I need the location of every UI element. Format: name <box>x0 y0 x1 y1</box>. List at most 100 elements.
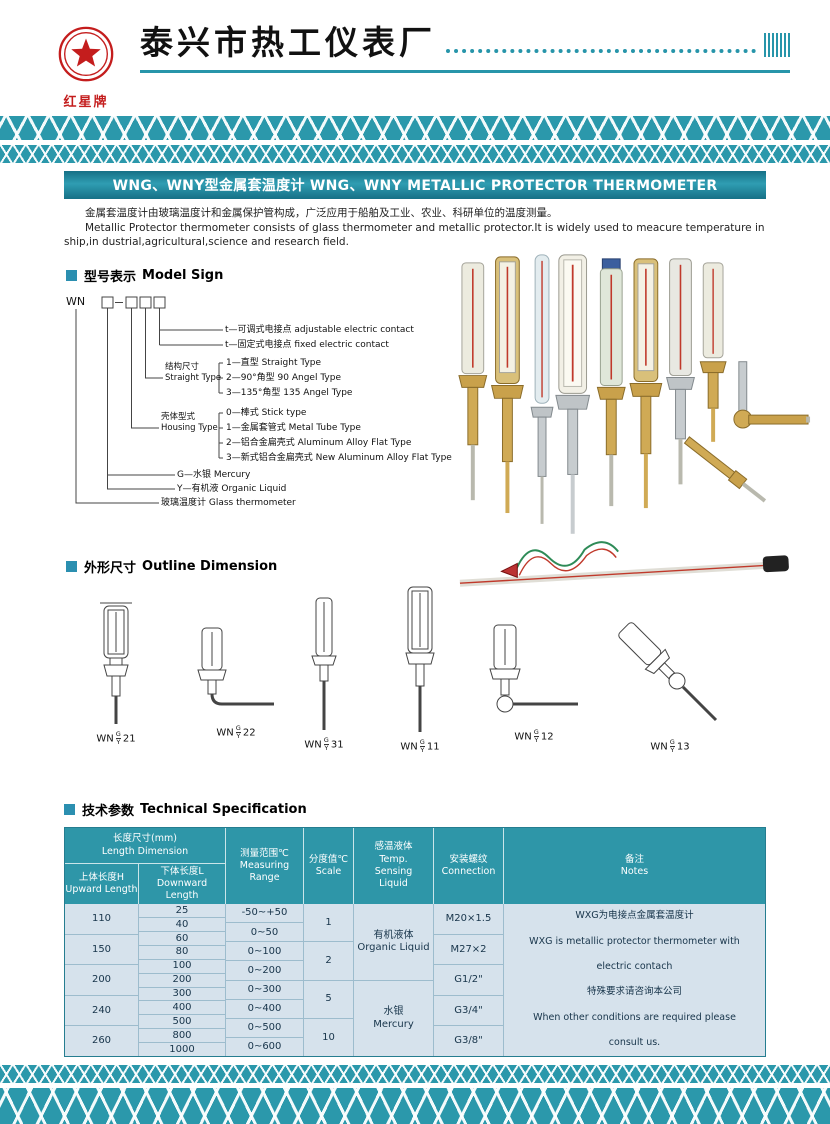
model-group-structure-en: Straight Type <box>165 373 222 384</box>
range-value: 0~200 <box>226 960 303 979</box>
note-line: WXG为电接点金属套温度计 <box>575 910 694 922</box>
intro-zh: 金属套温度计由玻璃温度计和金属保护管构成，广泛应用于船舶及工业、农业、科研单位的… <box>85 207 558 219</box>
connection-value: M27×2 <box>434 933 503 965</box>
note-line: WXG is metallic protector thermometer wi… <box>529 935 740 947</box>
spec-table: 长度尺寸(mm) Length Dimension 上体长度H Upward L… <box>64 827 766 1058</box>
section-title-zh: 外形尺寸 <box>84 561 137 577</box>
page-header: 红星牌 泰兴市热工仪表厂 <box>0 0 830 116</box>
band-gap <box>0 140 830 145</box>
downward-value: 80 <box>139 944 225 959</box>
section-title-en: Technical Specification <box>140 802 307 818</box>
note-line: When other conditions are required pleas… <box>533 1011 736 1023</box>
model-item-housing-2: 2—铝合金扁壳式 Aluminum Alloy Flat Type <box>226 438 412 449</box>
model-item-structure-3: 3—135°角型 135 Angel Type <box>226 388 353 399</box>
header-rule <box>140 69 790 73</box>
model-group-structure-zh: 结构尺寸 <box>165 362 200 373</box>
header-liquid: 感温液体 Temp. Sensing Liquid <box>353 828 433 905</box>
downward-value: 60 <box>139 930 225 945</box>
header-length-en: Length Dimension <box>101 845 189 857</box>
thermometers-photo-illustration <box>458 254 811 587</box>
section-bullet-icon <box>64 804 75 816</box>
downward-value: 200 <box>139 972 225 987</box>
header-right: 泰兴市热工仪表厂 <box>140 24 790 73</box>
model-group-housing-en: Housing Type <box>161 423 218 434</box>
model-prefix: WN <box>66 295 86 309</box>
upward-value: 260 <box>65 1025 138 1056</box>
downward-value: 500 <box>139 1014 225 1028</box>
decor-bands-bottom <box>0 1065 830 1124</box>
model-item-liquid-g: G—水银 Mercury <box>177 470 251 481</box>
red-star-icon <box>58 26 114 82</box>
downward-value: 40 <box>139 916 225 931</box>
decor-band-bottom-2 <box>0 1088 830 1124</box>
model-item-housing-1: 1—金属套管式 Metal Tube Type <box>226 423 361 434</box>
scale-value: 10 <box>304 1017 353 1056</box>
connection-value: G1/2" <box>434 964 503 995</box>
header-upward: 上体长度H Upward Length <box>65 871 138 896</box>
note-line: consult us. <box>608 1036 661 1048</box>
decor-band-top-1 <box>0 116 830 140</box>
header-downward: 下体长度L Downward Length <box>138 864 225 905</box>
section-heading-model: 型号表示 Model Sign <box>66 266 498 285</box>
section-heading-outline: 外形尺寸 Outline Dimension <box>66 557 806 576</box>
upward-value: 240 <box>65 994 138 1026</box>
model-code-diagram: WN t—可调式电接点 adjustable electric contact … <box>66 295 498 523</box>
range-value: 0~300 <box>226 979 303 999</box>
spec-table-header: 长度尺寸(mm) Length Dimension 上体长度H Upward L… <box>65 828 765 905</box>
downward-value: 1000 <box>139 1042 225 1056</box>
dotted-leader <box>446 48 756 53</box>
scale-value: 2 <box>304 941 353 979</box>
section-title-en: Outline Dimension <box>142 559 278 575</box>
model-item-structure-1: 1—直型 Straight Type <box>226 358 322 369</box>
section-bullet-icon <box>66 561 77 573</box>
downward-value: 800 <box>139 1028 225 1042</box>
connection-value: G3/8" <box>434 1025 503 1056</box>
section-title-en: Model Sign <box>142 268 224 284</box>
connection-value: G3/4" <box>434 994 503 1026</box>
range-value: 0~400 <box>226 998 303 1018</box>
note-line: electric contach <box>596 960 673 972</box>
model-diagram-lines <box>75 296 223 504</box>
model-sign-section: 型号表示 Model Sign WN t—可调式电接点 ad <box>66 266 498 523</box>
model-item-housing-0: 0—棒式 Stick type <box>226 408 307 419</box>
product-title-bar: WNG、WNY型金属套温度计 WNG、WNY METALLIC PROTECTO… <box>64 171 766 199</box>
model-item-contact-fixed: t—固定式电接点 fixed electric contact <box>225 340 389 351</box>
spec-section: 技术参数 Technical Specification 长度尺寸(mm) Le… <box>64 800 766 1058</box>
range-value: 0~600 <box>226 1036 303 1056</box>
header-length-group: 长度尺寸(mm) Length Dimension 上体长度H Upward L… <box>65 828 225 905</box>
model-item-contact-adjustable: t—可调式电接点 adjustable electric contact <box>225 325 414 336</box>
header-notes: 备注 Notes <box>503 828 765 905</box>
scale-value: 5 <box>304 979 353 1018</box>
model-item-glass-thermometer: 玻璃温度计 Glass thermometer <box>161 498 296 509</box>
col-notes: WXG为电接点金属套温度计 WXG is metallic protector t… <box>503 904 765 1057</box>
downward-value: 100 <box>139 958 225 973</box>
range-value: 0~500 <box>226 1017 303 1037</box>
header-range: 测量范围℃ Measuring Range <box>225 828 303 905</box>
downward-value: 25 <box>175 904 189 916</box>
company-name: 泰兴市热工仪表厂 <box>140 23 436 62</box>
range-value: 0~100 <box>226 941 303 960</box>
product-photo <box>456 252 814 600</box>
upward-value: 150 <box>65 933 138 965</box>
header-connection: 安装螺纹 Connection <box>433 828 503 905</box>
connection-value: M20×1.5 <box>445 913 492 925</box>
brand-logo: 红星牌 <box>46 24 126 110</box>
